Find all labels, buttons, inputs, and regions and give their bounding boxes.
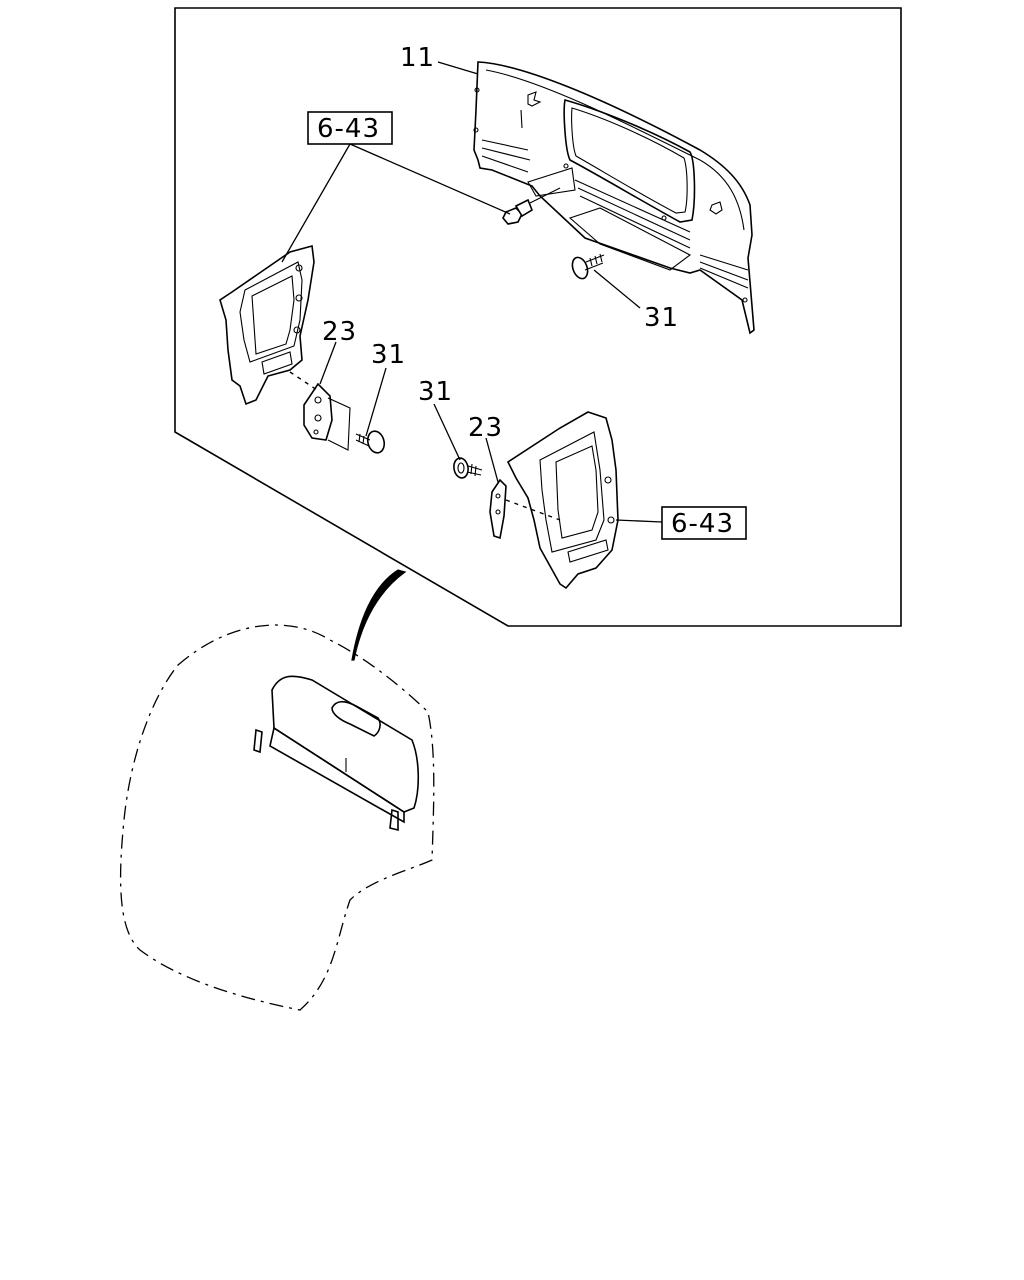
reference-box-top[interactable]: 6-43 (307, 111, 393, 145)
callout-23-center: 23 (468, 413, 503, 443)
rear-trim-panel (473, 61, 755, 335)
right-pillar-panel (506, 411, 619, 590)
reference-box-bottom[interactable]: 6-43 (661, 506, 747, 540)
leader-23-center (485, 437, 499, 483)
leader-ref-top-a (349, 143, 511, 215)
leader-31-right (593, 269, 641, 309)
zoom-pointer (351, 569, 407, 661)
callout-31-left: 31 (371, 340, 406, 370)
leader-11 (437, 61, 479, 75)
callout-31-center: 31 (418, 377, 453, 407)
leader-ref-top-b (281, 143, 351, 263)
cab-outline (119, 624, 435, 1011)
screw-31-center (453, 457, 483, 479)
screw-31-right (571, 253, 605, 280)
screw-31-left (355, 430, 386, 454)
cab-rear-panel (253, 675, 420, 832)
detail-frame (174, 7, 902, 627)
leader-31-center (433, 403, 461, 461)
callout-11: 11 (400, 43, 435, 73)
clip-fastener (502, 187, 561, 225)
callout-23-left: 23 (322, 317, 357, 347)
leader-23-left (319, 341, 337, 385)
hinge-23-left (289, 371, 351, 451)
left-pillar-panel (219, 244, 315, 406)
leader-ref-bottom (615, 519, 663, 523)
reference-label-bottom: 6-43 (671, 509, 734, 539)
reference-label-top: 6-43 (317, 114, 380, 144)
leader-31-left (365, 367, 387, 437)
hinge-23-center (489, 478, 561, 540)
callout-31-right: 31 (644, 303, 679, 333)
